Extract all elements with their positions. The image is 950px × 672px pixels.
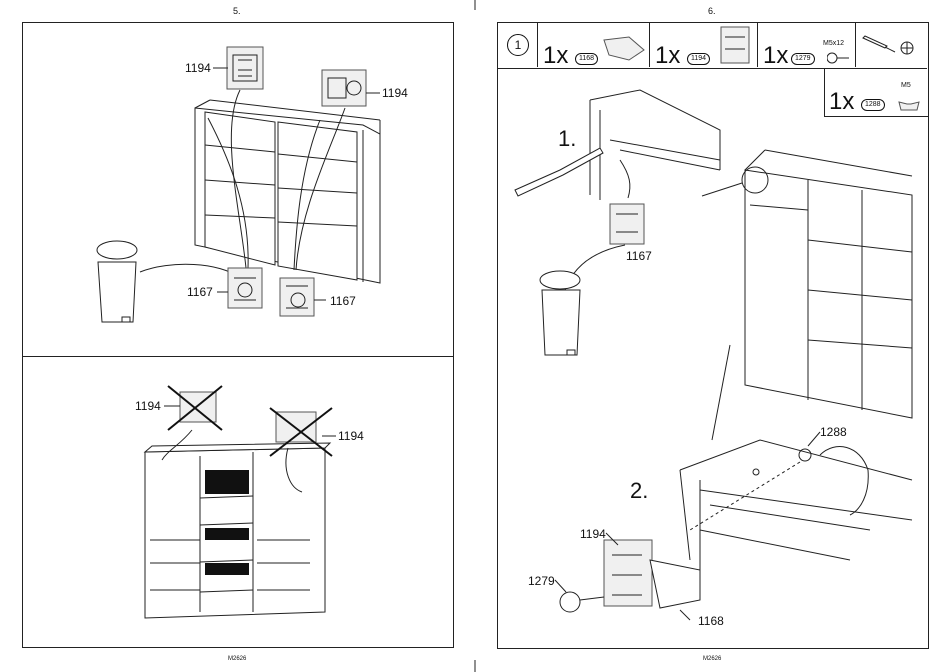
crossed-part-1194-left-icon bbox=[168, 386, 222, 430]
label-1167-right: 1167 bbox=[330, 295, 356, 307]
part-cell-1194: 1x 1194 bbox=[649, 22, 758, 67]
screwdriver-phillips-icon bbox=[855, 24, 925, 64]
part-badge-1279: 1279 bbox=[791, 53, 815, 65]
label-1279: 1279 bbox=[528, 575, 555, 587]
parts-header: 1 1x 1168 1x 1194 1x 1279 M5x12 bbox=[497, 22, 927, 69]
tools-cell bbox=[855, 22, 927, 67]
wardrobe-3door-illustration bbox=[145, 443, 330, 618]
right-page-number: 6. bbox=[708, 6, 716, 16]
spec-1279: M5x12 bbox=[823, 40, 844, 47]
step1-label: 1. bbox=[558, 128, 576, 150]
label-1288: 1288 bbox=[820, 426, 847, 438]
trash-bin-icon-left bbox=[97, 241, 137, 322]
part-1167-right-icon bbox=[280, 278, 314, 316]
part-cell-1288: 1x 1288 M5 bbox=[824, 68, 928, 117]
part-1167-left-icon bbox=[228, 268, 262, 308]
label-1167-left: 1167 bbox=[187, 286, 213, 298]
part-badge-1194: 1194 bbox=[687, 53, 710, 65]
part-1194-right-icon bbox=[322, 70, 366, 106]
step-number-circle: 1 bbox=[507, 34, 529, 56]
qty-1279: 1x bbox=[763, 44, 788, 68]
spec-1288: M5 bbox=[901, 82, 911, 89]
part-badge-1168: 1168 bbox=[575, 53, 598, 65]
bracket-1194-icon bbox=[715, 23, 755, 67]
label-1167-step1: 1167 bbox=[626, 250, 652, 262]
screw-icon bbox=[827, 50, 851, 66]
label-1194-top: 1194 bbox=[185, 62, 211, 74]
qty-1168: 1x bbox=[543, 44, 568, 68]
clip-1168-icon bbox=[599, 25, 649, 65]
label-1194-right: 1194 bbox=[382, 87, 408, 99]
part-cell-1279: 1x 1279 M5x12 bbox=[757, 22, 856, 67]
label-1194-step2: 1194 bbox=[580, 528, 606, 540]
part-1194-top-icon bbox=[227, 47, 263, 89]
wingnut-icon bbox=[897, 94, 921, 114]
label-1194-bottom-left: 1194 bbox=[135, 400, 161, 412]
part-cell-1168: 1x 1168 bbox=[537, 22, 650, 67]
step2-label: 2. bbox=[630, 480, 648, 502]
wardrobe-2door-illustration bbox=[195, 100, 380, 283]
right-footer-code: M2626 bbox=[703, 656, 721, 662]
label-1168-step2: 1168 bbox=[698, 615, 724, 627]
qty-1194: 1x bbox=[655, 44, 680, 68]
qty-1288: 1x bbox=[829, 90, 854, 114]
step-cell: 1 bbox=[497, 22, 538, 67]
label-1194-bottom-right: 1194 bbox=[338, 430, 364, 442]
part-badge-1288: 1288 bbox=[861, 99, 885, 111]
